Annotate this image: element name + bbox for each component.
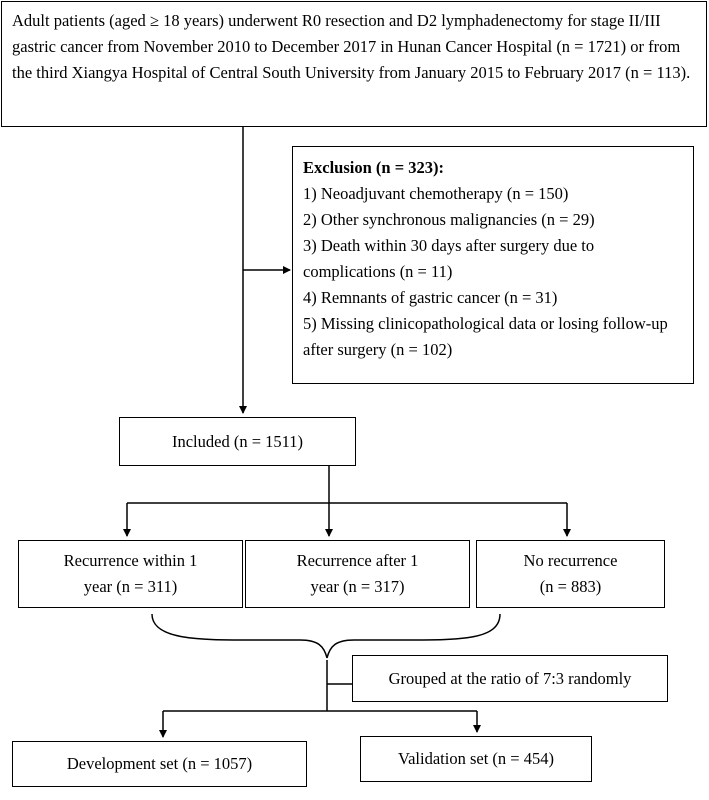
grouping-ratio-box: Grouped at the ratio of 7:3 randomly (352, 655, 668, 702)
group-line2: (n = 883) (539, 577, 602, 596)
recurrence-within-1-year-box: Recurrence within 1 year (n = 311) (18, 540, 243, 608)
exclusion-title: Exclusion (n = 323): (303, 158, 444, 177)
exclusion-item: 5) Missing clinicopathological data or l… (303, 314, 668, 359)
development-set-text: Development set (n = 1057) (66, 754, 253, 773)
exclusion-item: 4) Remnants of gastric cancer (n = 31) (303, 288, 558, 307)
exclusion-item: 3) Death within 30 days after surgery du… (303, 236, 595, 281)
development-set-box: Development set (n = 1057) (12, 741, 307, 787)
group-line1: Recurrence after 1 (296, 551, 419, 570)
eligible-patients-box: Adult patients (aged ≥ 18 years) underwe… (1, 1, 707, 127)
included-text: Included (n = 1511) (171, 431, 304, 451)
validation-set-box: Validation set (n = 454) (360, 736, 592, 782)
grouping-ratio-text: Grouped at the ratio of 7:3 randomly (388, 668, 632, 688)
group-line2: year (n = 317) (310, 577, 405, 596)
recurrence-after-1-year-box: Recurrence after 1 year (n = 317) (245, 540, 470, 608)
group-line1: Recurrence within 1 (63, 551, 198, 570)
validation-set-text: Validation set (n = 454) (398, 749, 554, 768)
no-recurrence-box: No recurrence (n = 883) (476, 540, 665, 608)
exclusion-box: Exclusion (n = 323): 1) Neoadjuvant chem… (292, 146, 694, 384)
exclusion-item: 2) Other synchronous malignancies (n = 2… (303, 210, 595, 229)
grouping-brace (151, 613, 501, 659)
group-line1: No recurrence (523, 551, 618, 570)
group-line2: year (n = 311) (83, 577, 178, 596)
included-box: Included (n = 1511) (119, 417, 356, 466)
eligible-patients-text: Adult patients (aged ≥ 18 years) underwe… (12, 11, 691, 82)
exclusion-item: 1) Neoadjuvant chemotherapy (n = 150) (303, 184, 569, 203)
